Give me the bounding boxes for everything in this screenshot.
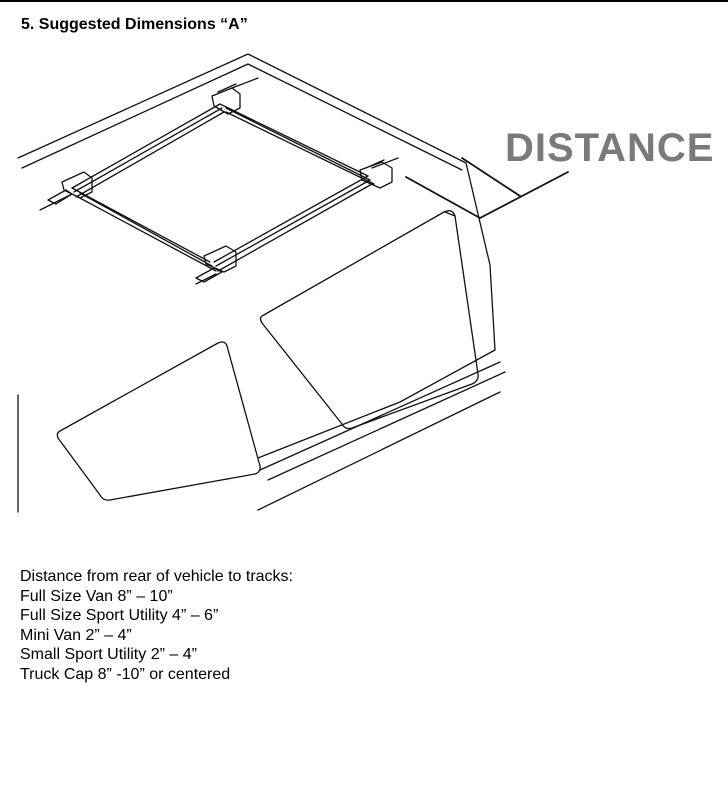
track-right [219,103,375,185]
dimension-line-2 [461,157,521,197]
rail-front-left-ext [39,193,73,211]
foot-front-right [211,83,241,115]
crossbar-rear [213,175,373,272]
track-slots [79,107,371,267]
dimension-line [405,171,569,219]
notes-line: Full Size Sport Utility 4” – 6” [20,607,219,625]
window-large-right [259,210,479,430]
notes-line: Full Size Van 8” – 10” [20,587,173,605]
window-left [56,341,261,501]
crossbar-front [71,103,225,198]
roof-outline [17,53,496,459]
window-sash [444,211,456,217]
section-heading: 5. Suggested Dimensions “A” [21,16,248,33]
vehicle-roof-illustration: DISTANCE [0,50,728,520]
roof-edge-inner [21,63,463,171]
rail-front-right-ext [231,77,259,89]
distance-label: DISTANCE [505,126,714,170]
foot-front-left [47,171,93,205]
notes-line: Small Sport Utility 2” – 4” [20,646,197,664]
rail-rear-right-ext [371,157,399,169]
foot-rear-right [359,159,393,189]
rear-edge-lines [257,361,506,511]
top-rule [0,0,728,2]
notes-line: Mini Van 2” – 4” [20,626,132,644]
notes-intro: Distance from rear of vehicle to tracks: [20,568,293,585]
dimension-notes: Distance from rear of vehicle to tracks:… [20,567,293,685]
notes-line: Truck Cap 8” -10” or centered [20,665,231,683]
track-left [71,187,217,272]
rail-rear-left-ext [195,273,217,285]
